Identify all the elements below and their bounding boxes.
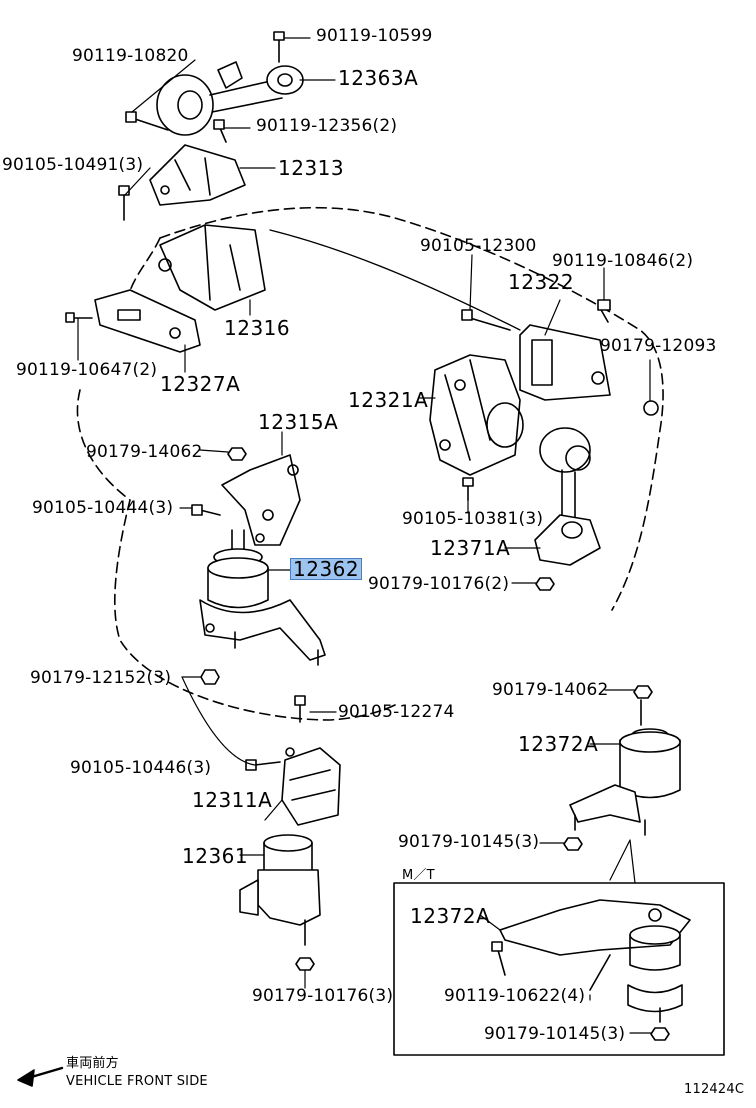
label-90179-14062-a[interactable]: 90179-14062 bbox=[86, 442, 203, 462]
label-90119-10647[interactable]: 90119-10647(2) bbox=[16, 360, 158, 380]
label-90105-10444[interactable]: 90105-10444(3) bbox=[32, 498, 174, 518]
bolt-90105-12274 bbox=[294, 695, 306, 723]
engine-outline bbox=[159, 206, 664, 611]
nut-90179-12152 bbox=[200, 669, 220, 685]
bracket-12311a bbox=[281, 747, 341, 826]
label-12371a[interactable]: 12371A bbox=[430, 536, 511, 560]
label-90179-14062-b[interactable]: 90179-14062 bbox=[492, 680, 609, 700]
nut-90179-10176-b bbox=[295, 957, 315, 971]
torque-rod-12363a bbox=[156, 61, 304, 136]
bolt-90119-10599 bbox=[273, 31, 285, 63]
label-90119-10622[interactable]: 90119-10622(4) bbox=[444, 986, 586, 1006]
nut-90179-14062-a bbox=[227, 447, 247, 461]
bolt-90105-10381 bbox=[462, 477, 474, 501]
label-90105-10381[interactable]: 90105-10381(3) bbox=[402, 509, 544, 529]
nut-90179-14062-b bbox=[633, 685, 653, 699]
label-12322[interactable]: 12322 bbox=[508, 270, 575, 294]
label-90179-10176-b[interactable]: 90179-10176(3) bbox=[252, 986, 394, 1006]
bolt-90119-12356 bbox=[213, 119, 227, 143]
nut-90179-12093 bbox=[643, 400, 659, 416]
label-90105-12300[interactable]: 90105-12300 bbox=[420, 236, 537, 256]
mt-inset-box bbox=[393, 882, 725, 1056]
label-90119-10846[interactable]: 90119-10846(2) bbox=[552, 251, 694, 271]
diagram-code: 112424C bbox=[684, 1082, 745, 1097]
bolt-90105-10491 bbox=[118, 185, 130, 221]
label-12315a[interactable]: 12315A bbox=[258, 410, 339, 434]
label-90119-10820[interactable]: 90119-10820 bbox=[72, 46, 189, 66]
label-12327a[interactable]: 12327A bbox=[160, 372, 241, 396]
mount-12362 bbox=[199, 529, 326, 666]
bolt-90105-10446 bbox=[245, 759, 281, 771]
bolt-90105-12300 bbox=[461, 309, 511, 331]
label-90179-12093[interactable]: 90179-12093 bbox=[600, 336, 717, 356]
label-90119-12356[interactable]: 90119-12356(2) bbox=[256, 116, 398, 136]
label-12313[interactable]: 12313 bbox=[278, 156, 345, 180]
label-90179-10176-a[interactable]: 90179-10176(2) bbox=[368, 574, 510, 594]
bracket-12313 bbox=[149, 144, 246, 206]
vehicle-front-arrow-icon bbox=[17, 1066, 64, 1087]
bolt-90119-10820 bbox=[125, 111, 169, 131]
label-mt: M／T bbox=[402, 868, 435, 883]
label-12372a-mt[interactable]: 12372A bbox=[410, 904, 491, 928]
label-90119-10599[interactable]: 90119-10599 bbox=[316, 26, 433, 46]
label-12321a[interactable]: 12321A bbox=[348, 388, 429, 412]
bracket-12315a bbox=[221, 454, 301, 546]
bolt-90119-10647 bbox=[65, 312, 93, 323]
nut-90179-10176-a bbox=[535, 577, 555, 591]
label-12363a[interactable]: 12363A bbox=[338, 66, 419, 90]
label-90179-10145-b[interactable]: 90179-10145(3) bbox=[484, 1024, 626, 1044]
bracket-12322 bbox=[519, 324, 611, 401]
engine-outline-lower bbox=[76, 389, 396, 721]
mount-12361 bbox=[239, 834, 321, 946]
nut-90179-10145-b bbox=[650, 1027, 670, 1041]
bolt-90119-10622 bbox=[491, 941, 506, 976]
nut-90179-10145-a bbox=[563, 837, 583, 851]
label-12311a[interactable]: 12311A bbox=[192, 788, 273, 812]
bracket-12316 bbox=[158, 224, 266, 311]
label-90105-10446[interactable]: 90105-10446(3) bbox=[70, 758, 212, 778]
mount-12372a-at bbox=[569, 699, 681, 836]
label-90105-12274[interactable]: 90105-12274 bbox=[338, 702, 455, 722]
label-12362-highlighted[interactable]: 12362 bbox=[290, 558, 363, 580]
label-90105-10491[interactable]: 90105-10491(3) bbox=[2, 155, 144, 175]
bracket-12321a bbox=[429, 354, 524, 476]
bolt-90105-10444 bbox=[191, 504, 221, 516]
bracket-12327a bbox=[94, 289, 201, 353]
label-90179-12152[interactable]: 90179-12152(3) bbox=[30, 668, 172, 688]
mount-12371a bbox=[534, 427, 601, 566]
leader-lines bbox=[77, 37, 652, 1034]
label-90179-10145-a[interactable]: 90179-10145(3) bbox=[398, 832, 540, 852]
label-12316[interactable]: 12316 bbox=[224, 316, 291, 340]
front-label-en: VEHICLE FRONT SIDE bbox=[66, 1074, 208, 1089]
label-12372a-at[interactable]: 12372A bbox=[518, 732, 599, 756]
mount-12372a-mt bbox=[499, 899, 691, 1023]
front-label-jp: 車両前方 bbox=[66, 1056, 119, 1071]
label-12361[interactable]: 12361 bbox=[182, 844, 249, 868]
